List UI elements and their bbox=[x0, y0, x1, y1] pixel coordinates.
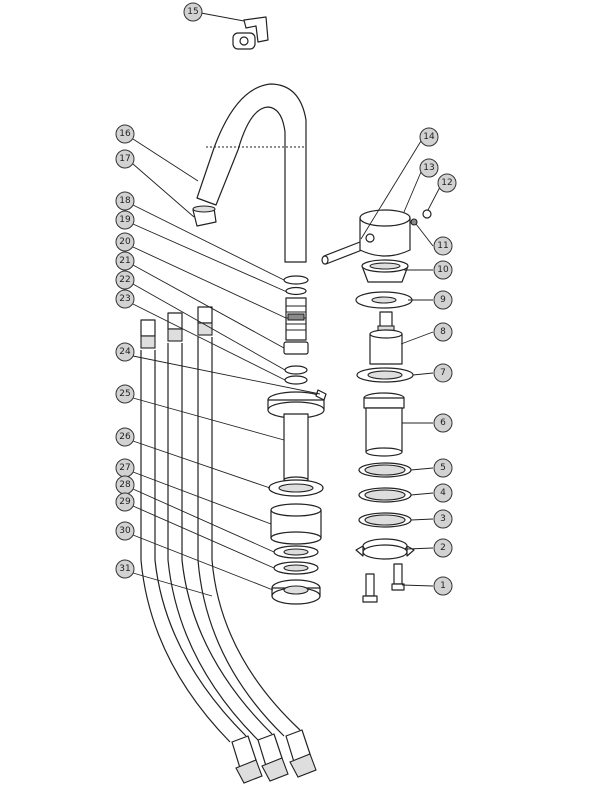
svg-text:16: 16 bbox=[119, 129, 131, 139]
svg-text:12: 12 bbox=[441, 178, 452, 188]
svg-text:30: 30 bbox=[119, 526, 131, 536]
part-15-clip bbox=[232, 16, 269, 50]
svg-text:9: 9 bbox=[440, 295, 446, 305]
svg-text:19: 19 bbox=[119, 215, 131, 225]
part-9-washer bbox=[355, 291, 413, 309]
svg-text:29: 29 bbox=[119, 497, 131, 507]
svg-text:6: 6 bbox=[440, 418, 446, 428]
callout-16: 16 bbox=[115, 124, 135, 144]
part-6-sleeve bbox=[363, 392, 405, 457]
part-11-grub-screw bbox=[410, 218, 418, 226]
callout-31: 31 bbox=[115, 559, 135, 579]
callout-5: 5 bbox=[433, 458, 453, 478]
callout-10: 10 bbox=[433, 260, 453, 280]
callout-25: 25 bbox=[115, 384, 135, 404]
callout-19: 19 bbox=[115, 210, 135, 230]
callout-30: 30 bbox=[115, 521, 135, 541]
part-19-washer bbox=[285, 286, 307, 296]
callout-27: 27 bbox=[115, 458, 135, 478]
callout-23: 23 bbox=[115, 289, 135, 309]
part-10-shroud bbox=[361, 259, 409, 283]
callout-17: 17 bbox=[115, 149, 135, 169]
leader-lines bbox=[132, 12, 441, 597]
svg-text:25: 25 bbox=[119, 389, 130, 399]
part-23-hose-fittings bbox=[140, 306, 213, 349]
callout-13: 13 bbox=[419, 158, 439, 178]
svg-text:11: 11 bbox=[437, 241, 448, 251]
svg-text:23: 23 bbox=[119, 294, 130, 304]
svg-text:28: 28 bbox=[119, 480, 131, 490]
svg-text:20: 20 bbox=[119, 237, 131, 247]
callout-7: 7 bbox=[433, 363, 453, 383]
part-5-ring bbox=[358, 462, 412, 478]
callout-28: 28 bbox=[115, 475, 135, 495]
part-13-handle bbox=[359, 209, 411, 257]
part-27-sleeve bbox=[270, 503, 322, 545]
callout-3: 3 bbox=[433, 509, 453, 529]
callout-4: 4 bbox=[433, 483, 453, 503]
part-2-clamp bbox=[355, 538, 415, 560]
svg-text:31: 31 bbox=[119, 564, 130, 574]
part-4-ring bbox=[358, 487, 412, 503]
callout-15: 15 bbox=[183, 2, 203, 22]
part-3-ring bbox=[358, 512, 412, 528]
svg-text:21: 21 bbox=[119, 256, 130, 266]
svg-text:27: 27 bbox=[119, 463, 130, 473]
svg-text:18: 18 bbox=[119, 196, 131, 206]
callout-18: 18 bbox=[115, 191, 135, 211]
svg-text:24: 24 bbox=[119, 347, 131, 357]
svg-text:17: 17 bbox=[119, 154, 130, 164]
svg-text:1: 1 bbox=[440, 581, 446, 591]
part-24-pin bbox=[315, 389, 327, 401]
part-18-oring bbox=[283, 275, 309, 285]
part-29-washer bbox=[273, 561, 319, 575]
part-16-spout bbox=[196, 83, 307, 263]
svg-text:22: 22 bbox=[119, 275, 130, 285]
svg-text:10: 10 bbox=[437, 265, 449, 275]
svg-text:2: 2 bbox=[440, 543, 446, 553]
svg-text:8: 8 bbox=[440, 327, 446, 337]
svg-text:3: 3 bbox=[440, 514, 446, 524]
svg-text:13: 13 bbox=[423, 163, 434, 173]
part-8-cartridge bbox=[369, 311, 403, 365]
part-1-bolts bbox=[362, 563, 405, 603]
callout-2: 2 bbox=[433, 538, 453, 558]
callout-26: 26 bbox=[115, 427, 135, 447]
part-22-oring bbox=[284, 365, 308, 385]
callout-22: 22 bbox=[115, 270, 135, 290]
callout-20: 20 bbox=[115, 232, 135, 252]
part-30-nut bbox=[271, 579, 321, 605]
part-14-lever bbox=[321, 241, 363, 265]
part-17-aerator bbox=[192, 205, 217, 227]
svg-text:26: 26 bbox=[119, 432, 131, 442]
part-26-gasket bbox=[268, 479, 324, 497]
part-12-cap bbox=[422, 209, 432, 219]
callout-29: 29 bbox=[115, 492, 135, 512]
part-7-ring bbox=[356, 367, 414, 383]
svg-text:14: 14 bbox=[423, 132, 435, 142]
callout-8: 8 bbox=[433, 322, 453, 342]
svg-text:15: 15 bbox=[187, 7, 198, 17]
svg-text:7: 7 bbox=[440, 368, 446, 378]
callout-1: 1 bbox=[433, 576, 453, 596]
part-28-washer bbox=[273, 545, 319, 559]
part-20-threaded-adaptor bbox=[285, 297, 307, 341]
callout-12: 12 bbox=[437, 173, 457, 193]
callout-6: 6 bbox=[433, 413, 453, 433]
svg-text:5: 5 bbox=[440, 463, 446, 473]
callout-21: 21 bbox=[115, 251, 135, 271]
callout-14: 14 bbox=[419, 127, 439, 147]
callout-9: 9 bbox=[433, 290, 453, 310]
callout-24: 24 bbox=[115, 342, 135, 362]
callout-11: 11 bbox=[433, 236, 453, 256]
part-21-nut bbox=[283, 341, 309, 355]
part-31-flexible-hoses bbox=[140, 337, 317, 784]
svg-text:4: 4 bbox=[440, 488, 446, 498]
